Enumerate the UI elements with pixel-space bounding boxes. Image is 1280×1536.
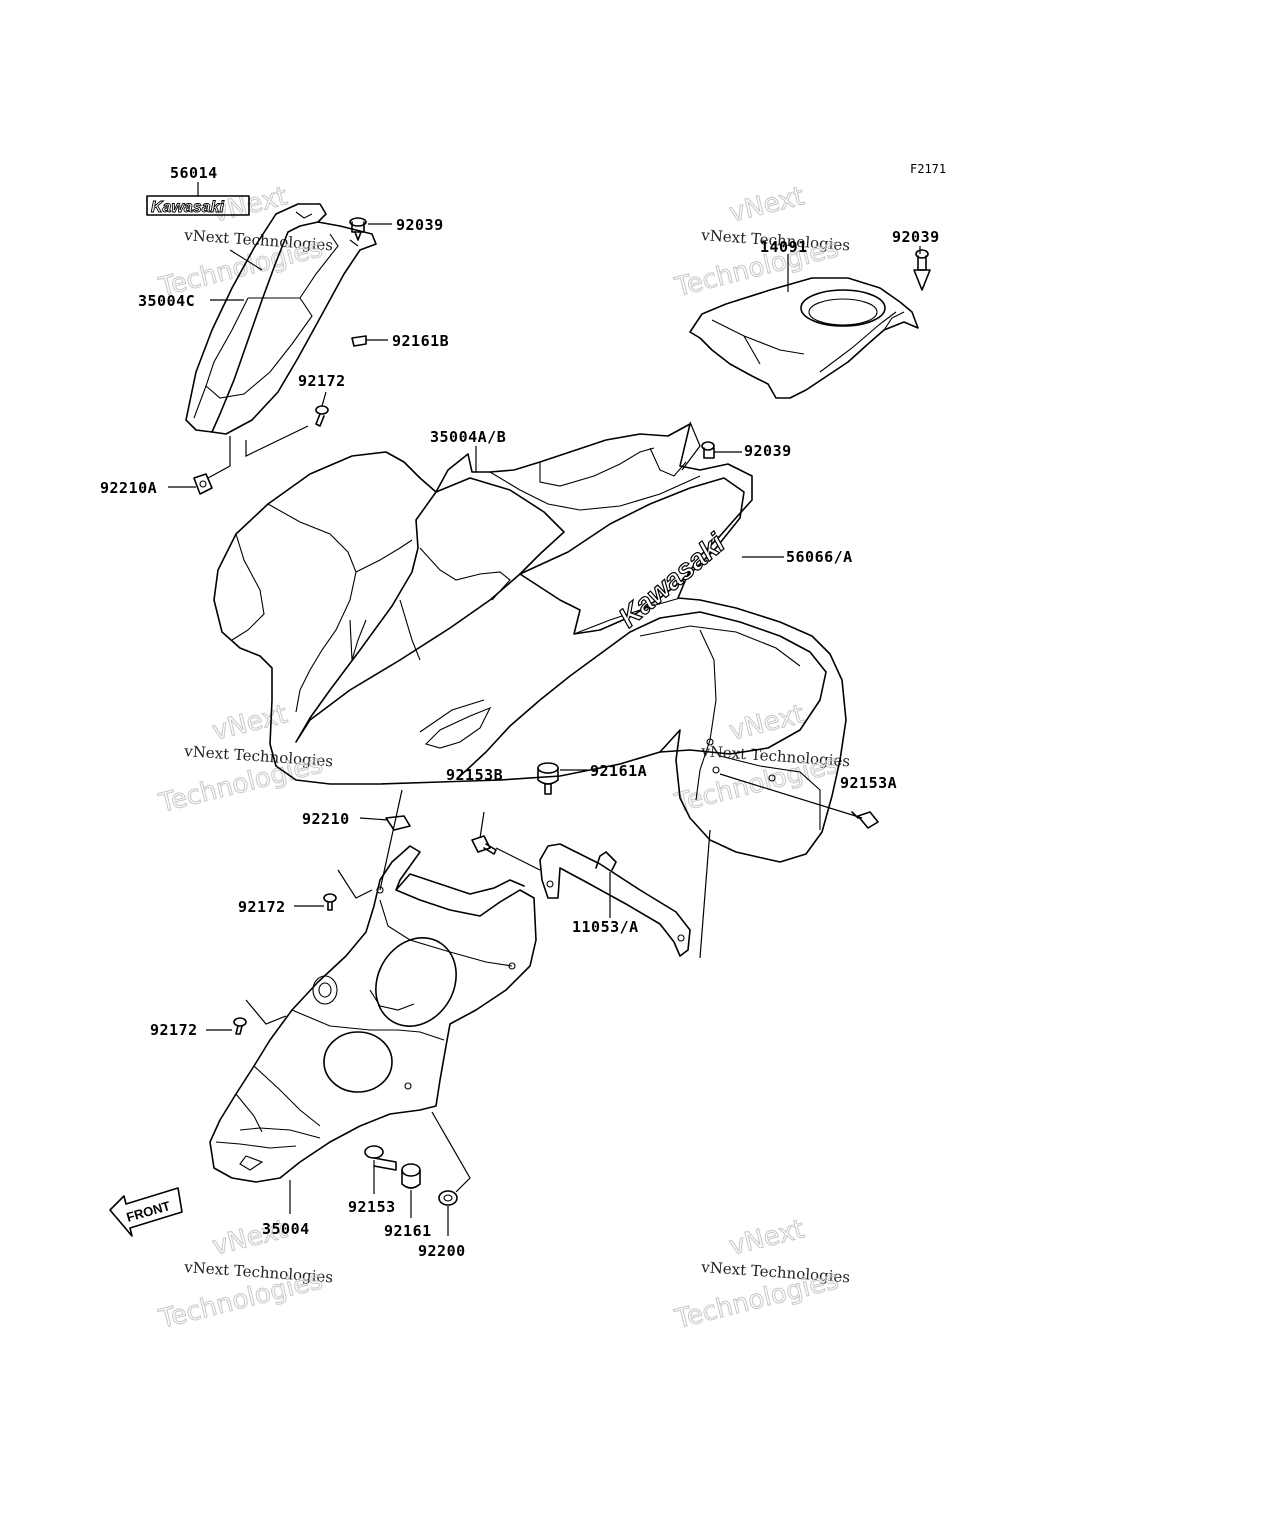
label-92172-mid: 92172	[238, 898, 286, 916]
label-92153A: 92153A	[840, 774, 897, 792]
rear-cover-part	[689, 277, 919, 399]
collar-92161	[401, 1163, 421, 1189]
part-labels: 56014 92039 35004C 92161B 92172 92210A 1…	[100, 164, 940, 1260]
screw-92172-low	[233, 1017, 247, 1035]
label-56066A: 56066/A	[786, 548, 853, 566]
label-56014: 56014	[170, 164, 218, 182]
washer-92200	[438, 1190, 458, 1206]
label-35004: 35004	[262, 1220, 310, 1238]
bolt-92153B	[471, 835, 497, 855]
label-92039-mid: 92039	[744, 442, 792, 460]
screw-92172-top	[315, 405, 329, 427]
watermark-bottom-right: vNext vNext Technologies Technologies	[671, 1214, 851, 1336]
fastener-92039-top	[349, 217, 367, 241]
label-92161: 92161	[384, 1222, 432, 1240]
watermark-mid-left: vNext vNext Technologies Technologies	[155, 699, 334, 820]
label-92039-right: 92039	[892, 228, 940, 246]
label-92153: 92153	[348, 1198, 396, 1216]
nut-92210	[385, 815, 411, 831]
bolt-92153A	[851, 811, 879, 829]
label-92172-low: 92172	[150, 1021, 198, 1039]
screw-92172-mid	[323, 893, 337, 911]
watermark-mid-right: vNext vNext Technologies Technologies	[671, 699, 851, 820]
label-92153B: 92153B	[446, 766, 503, 784]
svg-text:vNext: vNext	[726, 699, 807, 746]
kawasaki-logo-large: Kawasaki	[613, 527, 732, 634]
kawasaki-logo-small: Kawasaki	[151, 199, 224, 216]
fastener-92039-right	[913, 249, 931, 291]
svg-text:vNext: vNext	[726, 1214, 807, 1261]
fastener-92161B	[351, 335, 367, 347]
fastener-92039-mid	[701, 441, 715, 459]
label-92161A: 92161A	[590, 762, 647, 780]
nut-92210A	[193, 473, 213, 495]
svg-text:vNext: vNext	[209, 699, 290, 746]
bolt-92153	[364, 1145, 397, 1171]
label-35004C: 35004C	[138, 292, 195, 310]
label-11053A: 11053/A	[572, 918, 639, 936]
label-92200: 92200	[418, 1242, 466, 1260]
label-92210: 92210	[302, 810, 350, 828]
label-92172-top: 92172	[298, 372, 346, 390]
under-fender-part	[209, 845, 537, 1183]
leader-lines	[168, 182, 921, 1236]
stay-bracket-part	[539, 843, 691, 957]
kawasaki-decal-large: Kawasaki	[612, 526, 732, 634]
svg-text:vNext: vNext	[726, 181, 807, 228]
label-92039-top: 92039	[396, 216, 444, 234]
label-92161B: 92161B	[392, 332, 449, 350]
label-92210A: 92210A	[100, 479, 157, 497]
label-35004AB: 35004A/B	[430, 428, 506, 446]
front-direction-arrow: FRONT	[109, 1187, 183, 1237]
grommet-92161A	[537, 762, 559, 795]
figure-number: F2171	[910, 162, 946, 176]
label-14091: 14091	[760, 238, 808, 256]
